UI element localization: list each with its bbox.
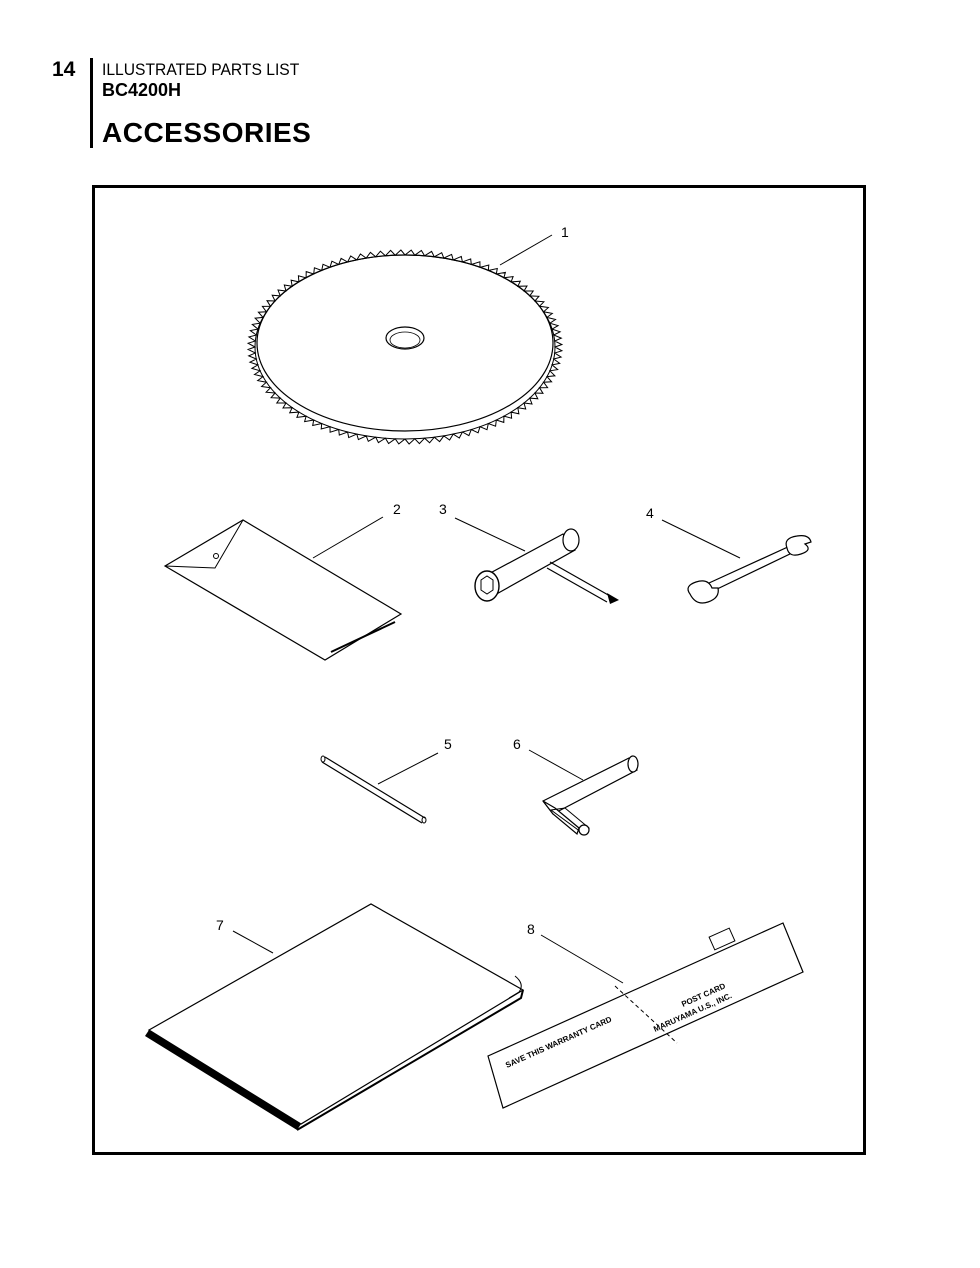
callout-4: 4 [646, 505, 654, 521]
warranty-card: SAVE THIS WARRANTY CARD POST CARD MARUYA… [487, 922, 804, 1109]
tool-bag [163, 519, 403, 661]
owners-manual [145, 903, 525, 1131]
callout-8: 8 [527, 921, 535, 937]
saw-blade [246, 249, 564, 445]
parts-drawing: 1 2 3 4 [145, 224, 812, 1131]
section-title: ACCESSORIES [102, 117, 312, 148]
callout-1: 1 [561, 224, 569, 240]
page-number: 14 [52, 58, 76, 81]
header-divider [90, 58, 93, 148]
model-number: BC4200H [102, 80, 182, 100]
callout-5: 5 [444, 736, 452, 752]
parts-illustration: 1 2 3 4 [92, 185, 866, 1155]
stopper-rod [320, 755, 427, 824]
open-end-wrench [687, 535, 812, 604]
callout-3: 3 [439, 501, 447, 517]
saw-teeth [246, 249, 564, 445]
hex-key [542, 755, 639, 836]
callout-2: 2 [393, 501, 401, 517]
document-type: ILLUSTRATED PARTS LIST [102, 60, 300, 79]
callout-7: 7 [216, 917, 224, 933]
plug-wrench [474, 528, 619, 604]
callout-6: 6 [513, 736, 521, 752]
